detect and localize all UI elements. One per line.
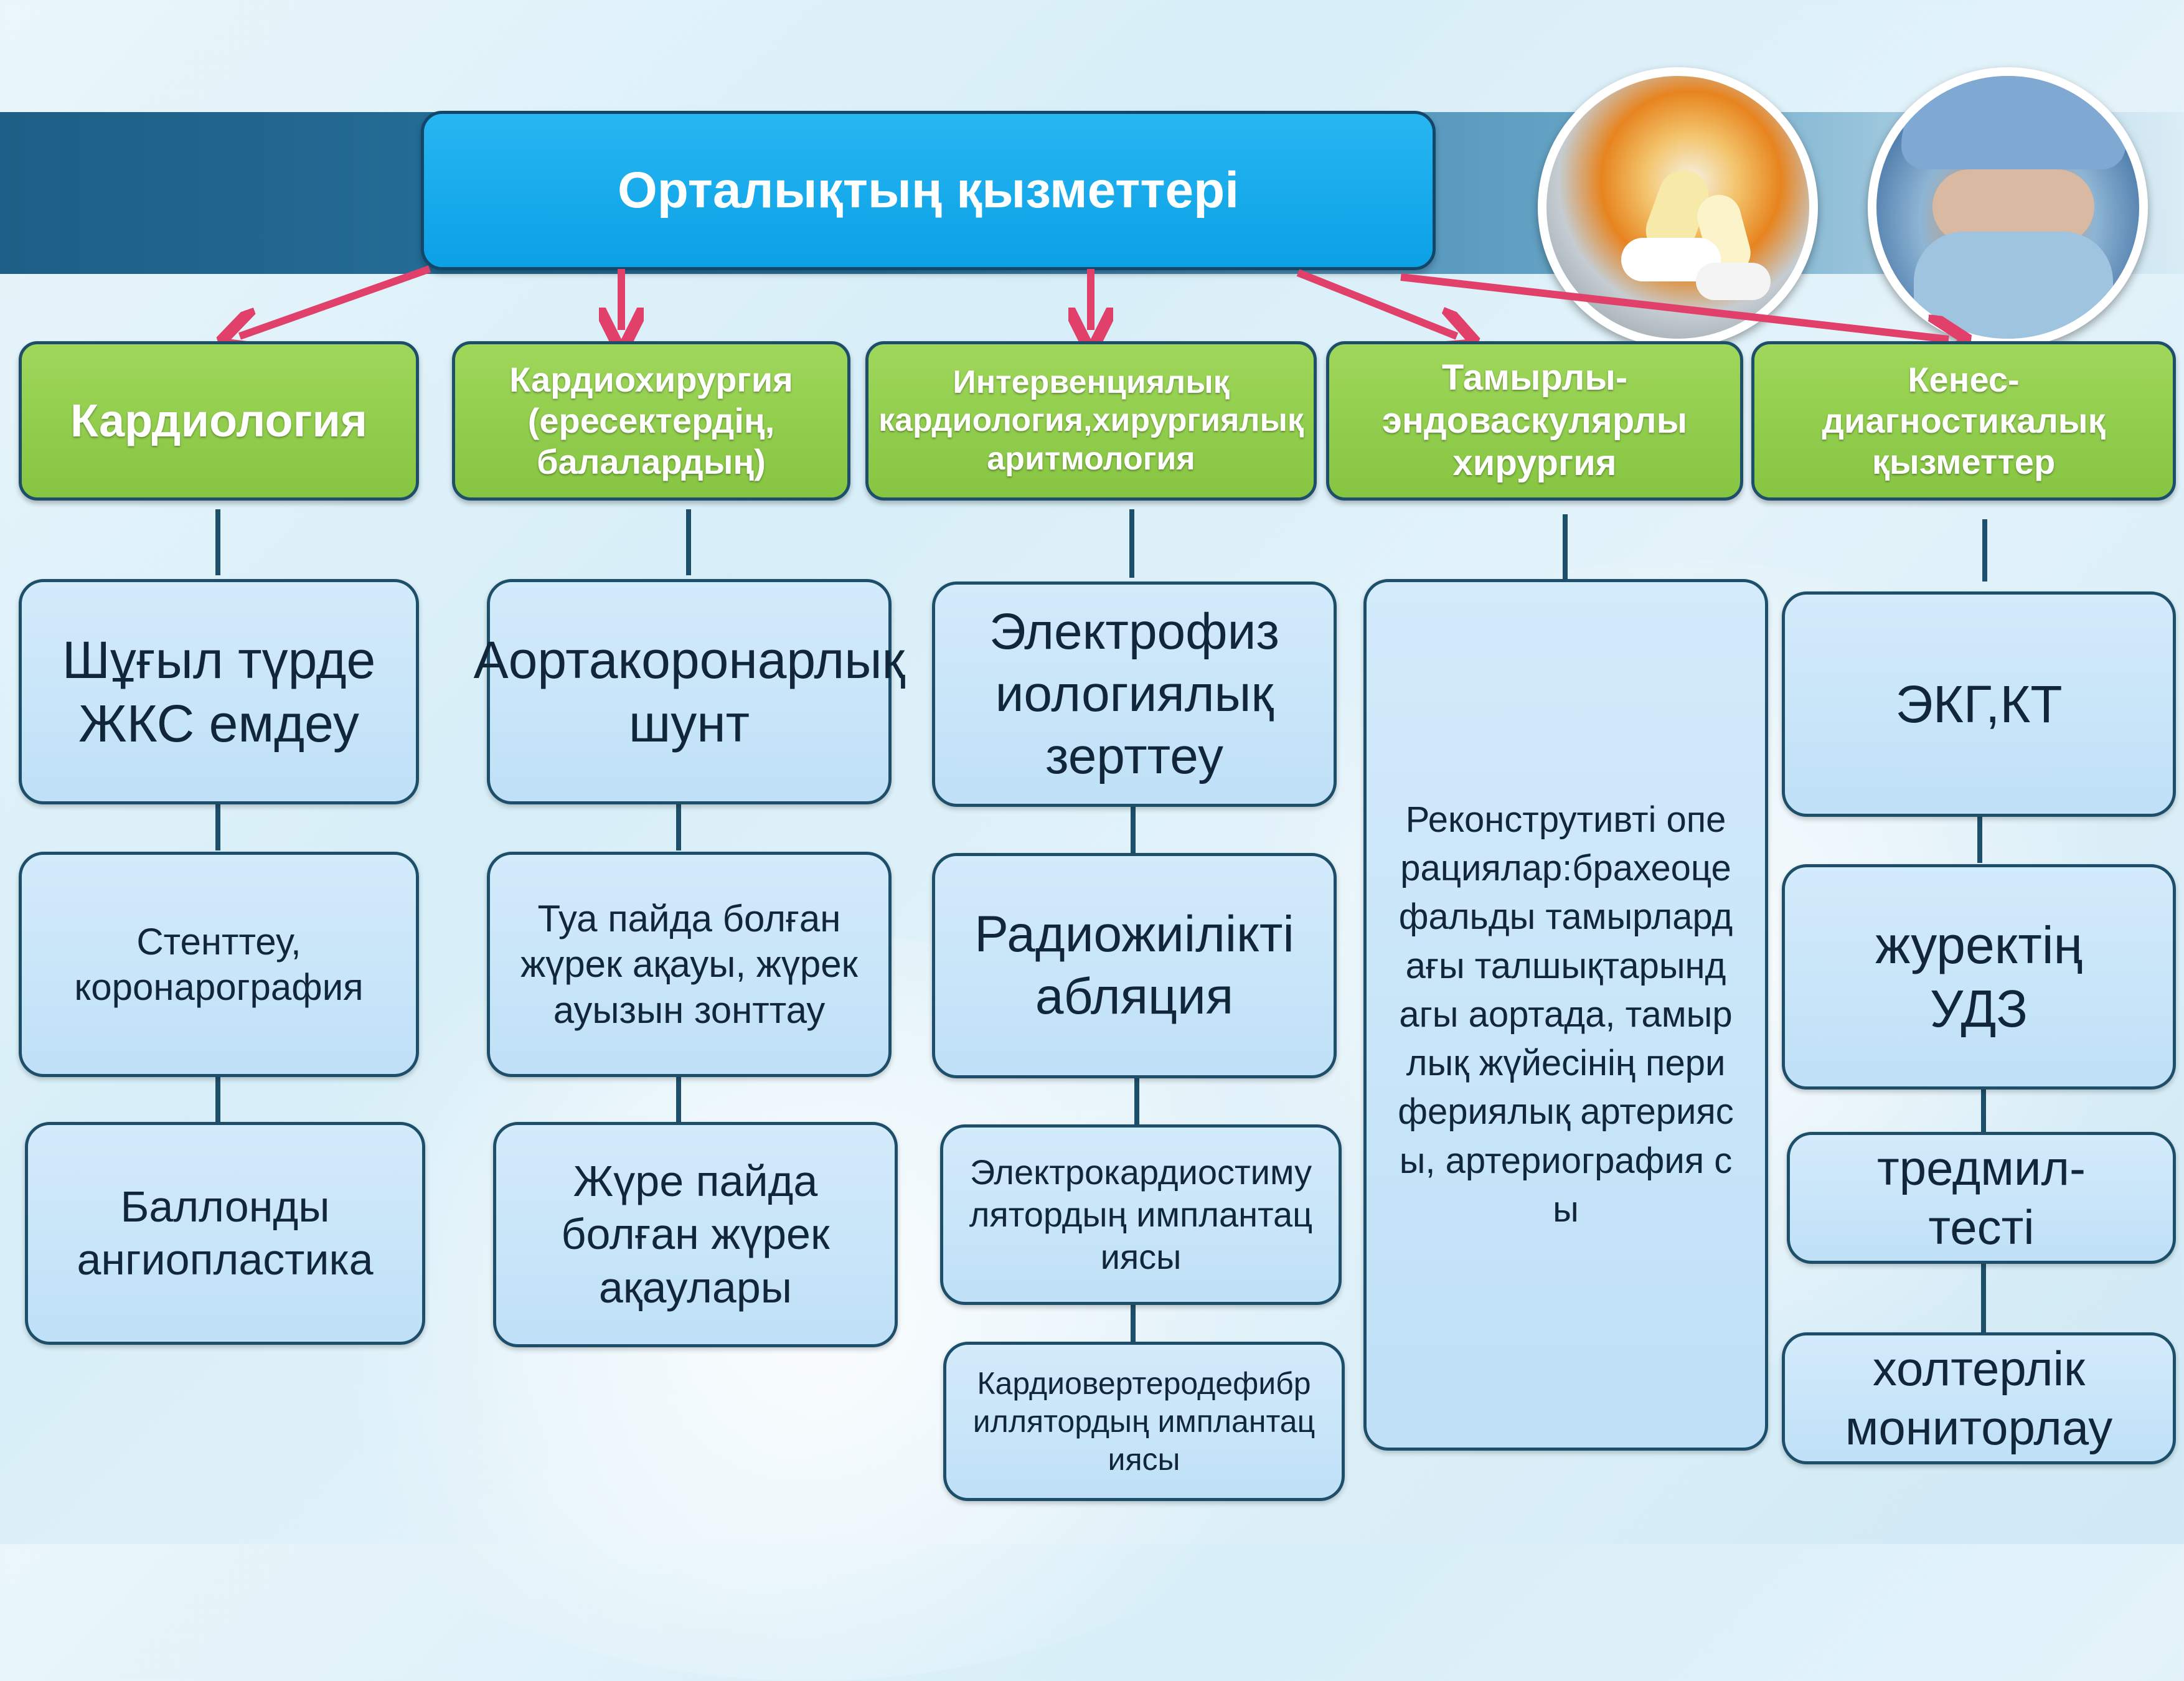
category-diagnostics: Кенес-диагностикалық қызметтер — [1751, 341, 2176, 501]
flow-arrows — [0, 265, 2184, 1544]
connector-line — [215, 1077, 220, 1124]
item-electrophysiology: Электрофизиологиялық зерттеу — [932, 582, 1337, 807]
connector-line — [1981, 1083, 1986, 1133]
item-stenting: Стенттеу, коронарография — [19, 852, 419, 1077]
item-emergency-treatment: Шұғыл түрде ЖКС емдеу — [19, 579, 419, 804]
item-heart-ultrasound: журектің УДЗ — [1782, 864, 2176, 1090]
item-acquired-defects: Жүре пайда болған жүрек ақаулары — [493, 1122, 898, 1347]
item-treadmill-test: тредмил-тесті — [1787, 1132, 2176, 1264]
category-cardiosurgery: Кардиохирургия (ересектердің, балалардың… — [452, 341, 850, 501]
connector-line — [1982, 519, 1987, 582]
connector-line — [676, 803, 681, 850]
arrow-to-vascular — [1296, 269, 1457, 336]
item-reconstructive-operations: Реконструтивті операциялар:брахеоцефальд… — [1363, 579, 1768, 1451]
category-interventional: Интервенциялық кардиология,хирургиялық а… — [865, 341, 1317, 501]
item-defibrillator-implantation: Кардиовертеродефибриллятордың имплантаци… — [943, 1342, 1345, 1501]
connector-line — [1131, 1302, 1136, 1344]
category-vascular: Тамырлы-эндоваскулярлы хирургия — [1326, 341, 1743, 501]
page-title: Орталықтың қызметтері — [421, 111, 1436, 270]
arrow-to-diagnostics — [1400, 273, 1949, 339]
connector-line — [1131, 806, 1136, 853]
connector-line — [676, 1077, 681, 1124]
category-cardiology: Кардиология — [19, 341, 419, 501]
connector-line — [215, 803, 220, 850]
connector-line — [686, 509, 691, 575]
item-balloon-angioplasty: Баллонды ангиопластика — [25, 1122, 425, 1345]
item-congenital-defect: Туа пайда болған жүрек ақауы, жүрек ауыз… — [487, 852, 892, 1077]
item-pacemaker-implantation: Электрокардиостимулятордың имплантациясы — [940, 1124, 1342, 1305]
connector-line — [215, 509, 220, 575]
item-holter-monitoring: холтерлік мониторлау — [1782, 1332, 2176, 1464]
connector-line — [1563, 514, 1568, 579]
connector-line — [1981, 1260, 1986, 1335]
arrow-to-cardiology — [240, 265, 431, 336]
item-ecg-ct: ЭКГ,КТ — [1782, 591, 2176, 817]
connector-line — [1977, 816, 1982, 863]
item-bypass: Аортакоронарлық шунт — [474, 579, 905, 804]
connector-line — [1134, 1077, 1139, 1127]
connector-line — [1129, 509, 1134, 578]
item-radiofrequency-ablation: Радиожиіліктi абляция — [932, 853, 1337, 1078]
surgeon-photo — [1868, 67, 2148, 347]
